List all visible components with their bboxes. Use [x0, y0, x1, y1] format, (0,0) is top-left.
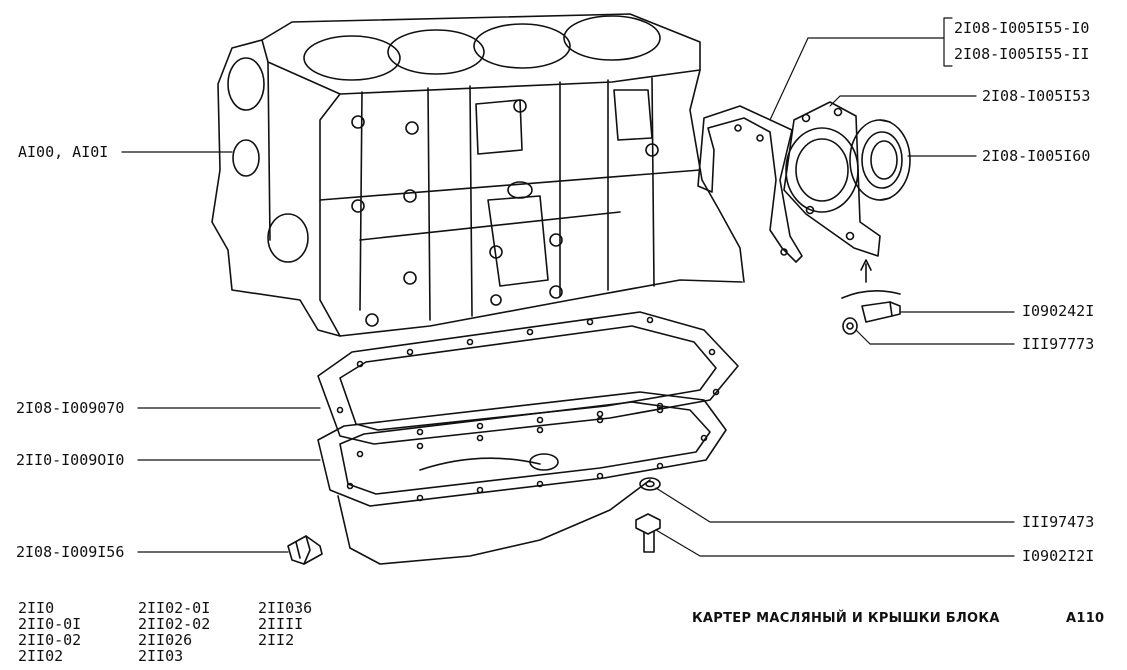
label-oil-seal: 2I08-I005I60: [982, 147, 1091, 165]
model-code: 2II02-0I: [138, 599, 211, 617]
label-bolt: I090242I: [1022, 302, 1095, 320]
label-drain-washer: III97473: [1022, 513, 1095, 531]
label-drain-plug: 2I08-I009I56: [16, 543, 125, 561]
drain-plug: [287, 535, 323, 565]
models-column-2: 2II02-0I 2II02-02 2II026 2II03: [138, 600, 210, 664]
model-code: 2II02-02: [138, 615, 211, 633]
model-code: 2II02: [18, 647, 64, 665]
page-title: КАРТЕР МАСЛЯНЫЙ И КРЫШКИ БЛОКА: [692, 611, 1000, 626]
label-seal-gasket-a: 2I08-I005I55-I0: [954, 19, 1090, 37]
oil-pan: [317, 391, 727, 565]
label-pan-gasket: 2I08-I009070: [16, 399, 125, 417]
label-drain-bolt: I0902I2I: [1022, 547, 1095, 565]
pan-washer-and-bolt: [635, 477, 661, 553]
model-code: 2II036: [258, 599, 313, 617]
page-code: A110: [1066, 611, 1105, 626]
cover-bolt-and-washer: [841, 290, 901, 335]
model-code: 2IIII: [258, 615, 304, 633]
model-code: 2II0-02: [18, 631, 82, 649]
label-oil-pan: 2II0-I009OI0: [16, 451, 125, 469]
label-washer: III97773: [1022, 335, 1095, 353]
model-code: 2II2: [258, 631, 295, 649]
rear-crankshaft-cover: [783, 101, 881, 283]
rear-cover-gasket: [697, 105, 803, 263]
models-column-3: 2II036 2IIII 2II2: [258, 600, 312, 648]
label-seal-gasket-b: 2I08-I005I55-II: [954, 45, 1090, 63]
model-code: 2II0-0I: [18, 615, 82, 633]
model-code: 2II03: [138, 647, 184, 665]
leader-lines: [121, 17, 1015, 557]
models-column-1: 2II0 2II0-0I 2II0-02 2II02: [18, 600, 81, 664]
crankshaft-oil-seal: [849, 119, 911, 201]
engine-block: [211, 13, 745, 337]
label-block: AI00, AI0I: [18, 143, 109, 161]
model-code: 2II0: [18, 599, 55, 617]
label-cover: 2I08-I005I53: [982, 87, 1091, 105]
model-code: 2II026: [138, 631, 193, 649]
